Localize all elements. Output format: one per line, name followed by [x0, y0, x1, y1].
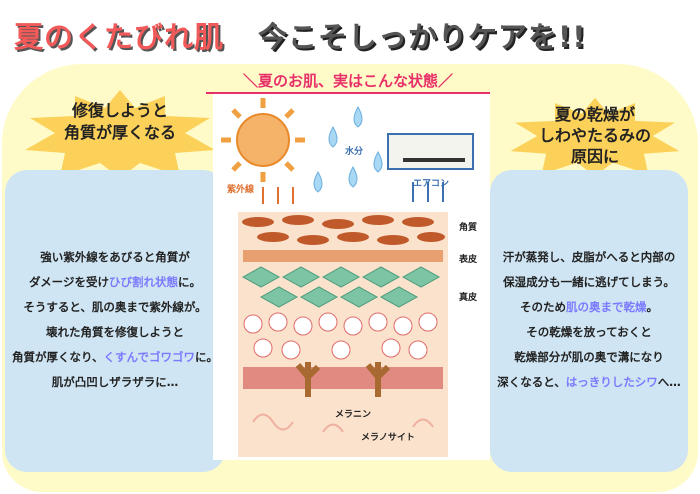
subtitle: ＼夏のお肌、実はこんな状態／ [206, 70, 490, 94]
text: に。 [177, 275, 201, 289]
left-explanation: 強い紫外線をあびると角質が ダメージを受けひび割れ状態に。 そうすると、肌の奥ま… [5, 170, 225, 472]
text-line: 肌が凸凹しザラザラに… [51, 375, 179, 389]
text-line: 乾燥部分が肌の奥で溝になり [514, 350, 664, 364]
text-line: ダメージを受けひび割れ状態に。 [5, 270, 225, 295]
text: へ… [657, 375, 681, 389]
skin-diagram: 紫外線 水分 エアコン 角質 表皮 真皮 メラニン メラノサイト [213, 92, 490, 460]
highlight: はっきりしたシワ [565, 375, 658, 389]
melanocyte [295, 362, 321, 397]
dermis-label: 真皮 [459, 293, 478, 303]
text: に。 [194, 350, 218, 364]
highlight: 肌の奥まで乾燥 [566, 300, 647, 314]
text: 。 [646, 300, 659, 314]
text-line: 壊れた角質を修復しようと [46, 325, 184, 339]
right-heading-line: 夏の乾燥が [554, 105, 635, 124]
epidermis-label: 表皮 [459, 255, 478, 265]
text-line: 強い紫外線をあびると角質が [40, 250, 190, 264]
page-title: 夏のくたびれ肌今こそしっかりケアを!! [14, 14, 586, 56]
text-line: 角質が厚くなり、くすんでゴワゴワに。 [5, 345, 225, 370]
text: そのため [520, 300, 566, 314]
melanin-label: メラニン [335, 410, 372, 420]
highlight: ひび割れ状態 [108, 275, 178, 289]
left-heading-line: 角質が厚くなる [63, 123, 176, 142]
water-drop-icons [313, 105, 383, 193]
right-heading: 夏の乾燥がしわやたるみの原因に [500, 104, 690, 167]
text: ダメージを受け [29, 275, 109, 289]
title-part1: 夏のくたびれ肌 [14, 20, 225, 54]
text-line: 汗が蒸発し、皮脂がへると内部の [502, 250, 676, 264]
text-line: そのため肌の奥まで乾燥。 [490, 295, 688, 320]
stratum-corneum [242, 215, 445, 245]
text-line: そうすると、肌の奥まで紫外線が。 [23, 300, 207, 314]
water-label: 水分 [345, 147, 364, 157]
highlight: くすんでゴワゴワ [103, 350, 195, 364]
skin-illustration [221, 98, 474, 457]
text-line: その乾燥を放っておくと [526, 325, 652, 339]
text: 深くなると、 [497, 375, 566, 389]
right-explanation: 汗が蒸発し、皮脂がへると内部の 保湿成分も一緒に逃げてしまう。 そのため肌の奥ま… [490, 170, 688, 472]
melanocyte-label: メラノサイト [361, 433, 415, 443]
text-line: 保湿成分も一緒に逃げてしまう。 [503, 275, 675, 289]
stratum-label: 角質 [459, 223, 478, 233]
aircon-label: エアコン [413, 179, 450, 189]
left-heading-line: 修復しようと [71, 101, 168, 120]
sun-icon [221, 98, 305, 182]
left-heading: 修復しようと角質が厚くなる [25, 100, 215, 144]
air-conditioner-icon [387, 133, 474, 170]
uv-label: 紫外線 [227, 185, 255, 195]
right-starburst [510, 97, 680, 176]
left-starburst [25, 90, 215, 178]
right-heading-line: 原因に [570, 147, 619, 166]
title-part2: 今こそしっかりケアを!! [258, 20, 587, 54]
text-line: 深くなると、はっきりしたシワへ… [490, 370, 688, 395]
right-heading-line: しわやたるみの [538, 126, 651, 145]
text: 角質が厚くなり、 [12, 350, 104, 364]
